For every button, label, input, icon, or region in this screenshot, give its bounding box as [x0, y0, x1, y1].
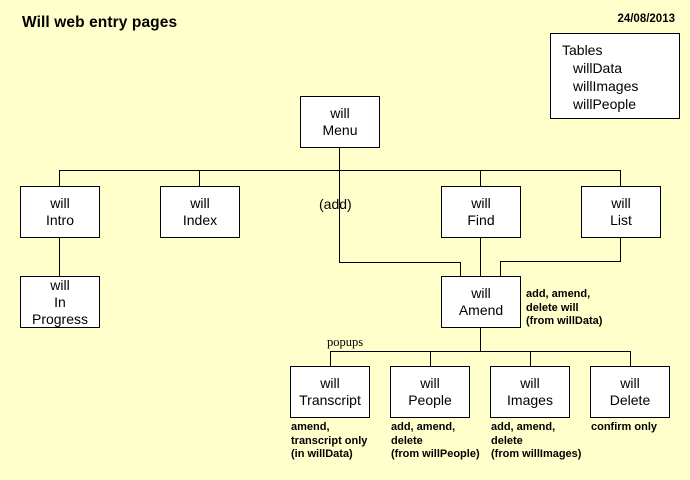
connector-menu-down [339, 147, 341, 171]
connector-list-elbow [500, 261, 621, 263]
node-will-find[interactable]: will Find [441, 186, 521, 238]
node-will-amend-line2: Amend [458, 302, 504, 318]
connector-bus-to-add [339, 170, 341, 262]
node-will-images[interactable]: will Images [490, 366, 570, 418]
node-will-amend-line1: will [471, 285, 491, 301]
node-will-delete-line1: will [620, 375, 640, 391]
node-will-index[interactable]: will Index [160, 186, 240, 238]
node-will-in-progress-line1: will [50, 276, 70, 293]
note-will-people-line2: delete [391, 434, 423, 447]
node-will-people-line1: will [420, 375, 440, 391]
note-will-people: add, amend, delete (from willPeople) [391, 421, 480, 462]
node-will-images-line1: will [520, 375, 540, 391]
node-will-intro-line1: will [50, 195, 70, 211]
note-will-images-line3: (from willImages) [491, 448, 582, 460]
node-will-in-progress-line2: In [54, 293, 66, 310]
node-will-amend[interactable]: will Amend [441, 276, 521, 328]
node-will-find-line2: Find [467, 212, 495, 228]
note-will-transcript-line2: transcript only [291, 434, 368, 447]
note-will-amend: add, amend, delete will (from willData) [526, 288, 602, 329]
connector-popups-bus [330, 351, 631, 353]
node-will-images-line2: Images [507, 392, 553, 408]
connector-popups-to-people [430, 351, 432, 367]
node-will-list-line2: List [610, 212, 632, 228]
tables-panel-item-willimages: willImages [573, 78, 639, 94]
connector-bus-to-intro [59, 170, 61, 187]
connector-add-into-amend [460, 262, 462, 277]
node-will-menu[interactable]: will Menu [300, 96, 380, 148]
node-will-intro-line2: Intro [45, 212, 74, 228]
note-will-delete-line1: confirm only [591, 421, 658, 433]
node-will-in-progress[interactable]: will In Progress [20, 276, 100, 328]
node-will-in-progress-line3: Progress [31, 310, 89, 327]
node-will-menu-line1: will [330, 105, 350, 121]
tables-panel-item-willpeople: willPeople [573, 96, 637, 112]
note-will-transcript-line1: amend, [291, 421, 330, 433]
note-will-people-line3: (from willPeople) [391, 448, 480, 460]
node-will-people-line2: People [408, 392, 452, 408]
connector-amend-down [480, 328, 482, 352]
node-will-menu-line2: Menu [322, 122, 358, 138]
connector-list-into-amend [500, 261, 502, 277]
connector-list-down [620, 238, 622, 262]
note-will-amend-line3: (from willData) [526, 315, 603, 327]
note-will-amend-line2: delete will [526, 301, 579, 314]
note-will-transcript: amend, transcript only (in willData) [291, 421, 367, 462]
node-will-list[interactable]: will List [581, 186, 661, 238]
connector-bus-to-find [480, 170, 482, 187]
connector-popups-to-delete [630, 351, 632, 367]
node-will-transcript-line1: will [320, 375, 340, 391]
node-add-label: (add) [319, 196, 352, 212]
node-will-people[interactable]: will People [390, 366, 470, 418]
note-will-amend-line1: add, amend, [526, 288, 591, 300]
node-will-delete[interactable]: will Delete [590, 366, 670, 418]
tables-panel-item-willdata: willData [573, 60, 623, 76]
note-will-transcript-line3: (in willData) [291, 448, 353, 460]
connector-bus-to-list [620, 170, 622, 187]
node-will-intro[interactable]: will Intro [20, 186, 100, 238]
tables-panel: Tables willData willImages willPeople [550, 33, 680, 119]
note-will-delete: confirm only [591, 421, 657, 435]
node-will-delete-line2: Delete [609, 392, 651, 408]
note-will-images-line2: delete [491, 434, 523, 447]
node-will-index-line2: Index [182, 212, 218, 228]
node-will-index-line1: will [190, 195, 210, 211]
page-title: Will web entry pages [22, 14, 178, 31]
connector-add-elbow [339, 262, 461, 264]
note-will-images: add, amend, delete (from willImages) [491, 421, 581, 462]
tables-panel-heading: Tables [562, 42, 603, 58]
node-will-transcript-line2: Transcript [299, 392, 361, 408]
connector-intro-to-inprogress [59, 238, 61, 276]
note-will-images-line1: add, amend, [491, 421, 556, 433]
node-will-transcript[interactable]: will Transcript [290, 366, 370, 418]
node-will-find-line1: will [471, 195, 491, 211]
date-label: 24/08/2013 [617, 13, 675, 25]
connector-find-to-amend [480, 238, 482, 277]
connector-popups-to-transcript [330, 351, 332, 367]
node-will-list-line1: will [611, 195, 631, 211]
connector-bus-to-index [199, 170, 201, 187]
note-will-people-line1: add, amend, [391, 421, 456, 433]
connector-popups-to-images [530, 351, 532, 367]
group-label-popups: popups [327, 335, 364, 349]
